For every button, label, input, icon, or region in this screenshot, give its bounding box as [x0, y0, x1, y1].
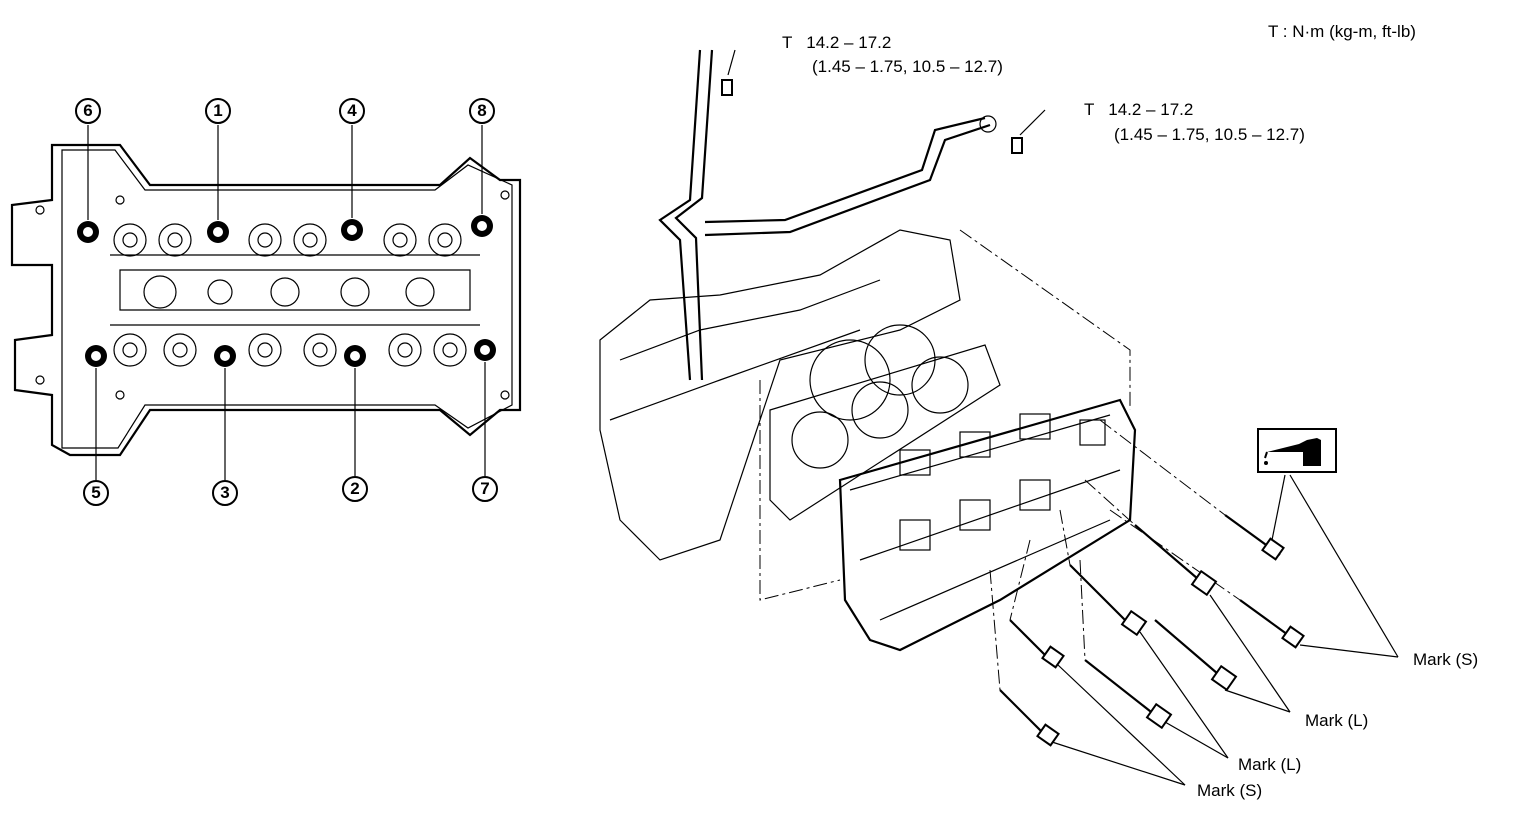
sequence-number: 5 [83, 480, 109, 506]
torque-value: 14.2 – 17.2 [806, 33, 892, 52]
bolt-mark-label: Mark (L) [1238, 755, 1302, 774]
sequence-number: 6 [75, 98, 101, 124]
exploded-assembly-view [599, 49, 1399, 786]
torque-spec-1-alt: (1.45 – 1.75, 10.5 – 12.7) [812, 57, 1003, 76]
sequence-number: 3 [212, 480, 238, 506]
bolt-mark-label: Mark (S) [1413, 650, 1479, 669]
torque-letter: T [1084, 100, 1095, 119]
oil-can-icon [1257, 428, 1337, 473]
sequence-number: 8 [469, 98, 495, 124]
sequence-number: 2 [342, 476, 368, 502]
torque-letter: T [782, 33, 793, 52]
torque-value: 14.2 – 17.2 [1108, 100, 1194, 119]
bolt-mark-label: Mark (S) [1197, 781, 1263, 800]
unit-note: T : N·m (kg-m, ft-lb) [1268, 22, 1416, 41]
sequence-number: 1 [205, 98, 231, 124]
torque-spec-1: T 14.2 – 17.2 [782, 33, 891, 53]
sequence-number: 4 [339, 98, 365, 124]
torque-spec-2: T 14.2 – 17.2 [1084, 100, 1193, 120]
torque-spec-2-alt: (1.45 – 1.75, 10.5 – 12.7) [1114, 125, 1305, 144]
cylinder-head-top-view [10, 125, 522, 480]
bolt-mark-label: Mark (L) [1305, 711, 1369, 730]
sequence-number: 7 [472, 476, 498, 502]
